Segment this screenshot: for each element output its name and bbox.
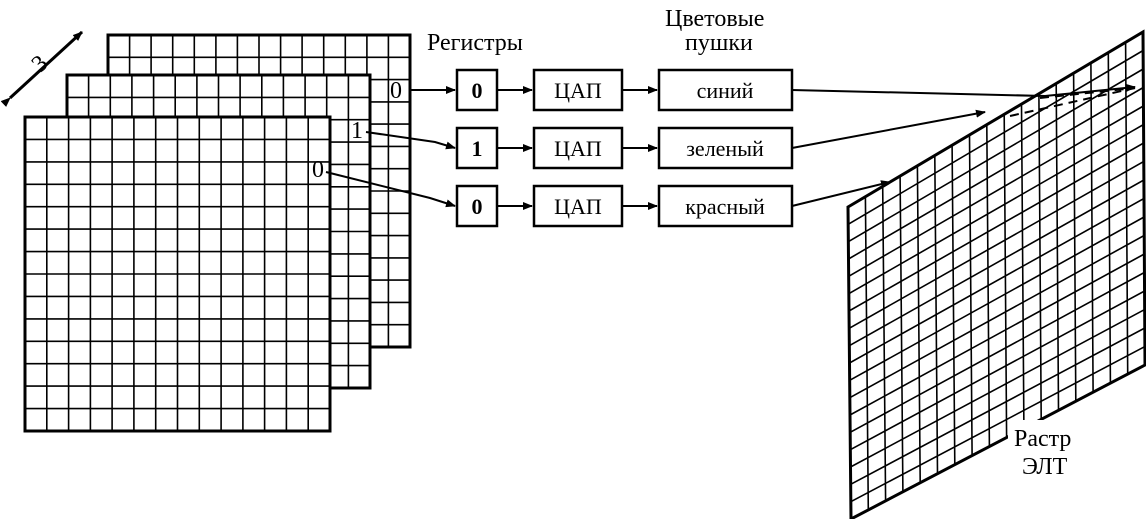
register-value: 0	[472, 194, 483, 219]
dac-label: ЦАП	[554, 194, 602, 219]
register-value: 1	[472, 136, 483, 161]
bit-plane	[23, 115, 332, 433]
channel-row: 1 ЦАП зеленый	[455, 126, 794, 170]
crt-raster	[846, 29, 1146, 519]
gun-box	[657, 126, 794, 170]
gun-box	[657, 68, 794, 112]
dac-label: ЦАП	[554, 136, 602, 161]
channel-row: 0 ЦАП синий	[455, 68, 794, 112]
registers-label: Регистры	[427, 30, 523, 56]
raster-label: Растр	[1014, 426, 1071, 452]
plane-bit-label: 1	[351, 118, 363, 144]
gun-label: красный	[685, 194, 765, 219]
register-value: 0	[472, 78, 483, 103]
raster-label: ЭЛТ	[1022, 454, 1068, 480]
channel-row: 0 ЦАП красный	[455, 184, 794, 228]
raster-grid	[847, 42, 1146, 510]
raster-label-backdrop	[1008, 420, 1090, 484]
gun-label: синий	[697, 78, 754, 103]
plane-bit-label: 0	[312, 157, 324, 183]
bit-planes	[23, 33, 412, 433]
dac-label: ЦАП	[554, 78, 602, 103]
dac-box	[532, 126, 624, 170]
color-guns-label: Цветовые	[665, 6, 764, 32]
gun-beams	[791, 83, 1136, 207]
plane-to-register-wires	[325, 86, 456, 208]
plane-bit-label: 0	[390, 78, 402, 104]
color-guns-label: пушки	[685, 30, 753, 56]
gun-label: зеленый	[686, 136, 764, 161]
